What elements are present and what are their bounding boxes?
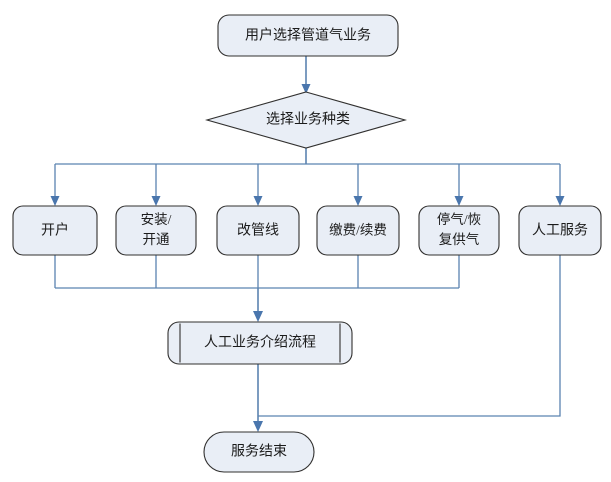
- subprocess-label: 人工业务介绍流程: [204, 335, 316, 351]
- subprocess-shape: [167, 321, 353, 365]
- edge-start-to-decision: [301, 56, 311, 94]
- end-shape: [203, 431, 315, 473]
- option-5-shape: [418, 205, 500, 256]
- option-2-label-line1: 安装/: [141, 212, 172, 227]
- node-option-3[interactable]: 改管线: [216, 205, 300, 256]
- start-label: 用户选择管道气业务: [245, 27, 371, 44]
- option-1-shape: [12, 205, 98, 256]
- option-1-label: 开户: [41, 222, 69, 239]
- decision-label: 选择业务种类: [266, 112, 350, 128]
- option-2-label-line2: 开通: [143, 232, 170, 247]
- node-start[interactable]: 用户选择管道气业务: [217, 14, 399, 57]
- end-label: 服务结束: [231, 444, 287, 460]
- option-5-label-line1: 停气/恢: [437, 211, 481, 227]
- node-option-1[interactable]: 开户: [12, 205, 98, 256]
- edge-option6-to-end: [258, 255, 561, 417]
- option-4-label: 缴费/续费: [329, 223, 387, 238]
- option-6-shape: [518, 205, 602, 256]
- option-2-shape: [115, 205, 197, 256]
- node-end[interactable]: 服务结束: [203, 431, 315, 473]
- option-6-label: 人工服务: [532, 223, 588, 239]
- node-option-2[interactable]: 安装/ 开通: [115, 205, 197, 256]
- option-3-label: 改管线: [237, 223, 279, 239]
- option-5-label-line2: 复供气: [439, 231, 480, 247]
- connector-layer: [50, 56, 565, 432]
- option-4-shape: [316, 205, 400, 256]
- node-subprocess[interactable]: 人工业务介绍流程: [167, 321, 353, 365]
- start-shape: [217, 14, 399, 57]
- edge-subprocess-to-end: [253, 364, 263, 432]
- node-decision[interactable]: 选择业务种类: [204, 91, 408, 149]
- edge-options-merge-to-subprocess: [54, 255, 460, 322]
- node-option-4[interactable]: 缴费/续费: [316, 205, 400, 256]
- option-3-shape: [216, 205, 300, 256]
- node-option-5[interactable]: 停气/恢 复供气: [418, 205, 500, 256]
- edge-decision-fanout: [50, 148, 565, 206]
- decision-shape: [204, 91, 408, 149]
- node-option-6[interactable]: 人工服务: [518, 205, 602, 256]
